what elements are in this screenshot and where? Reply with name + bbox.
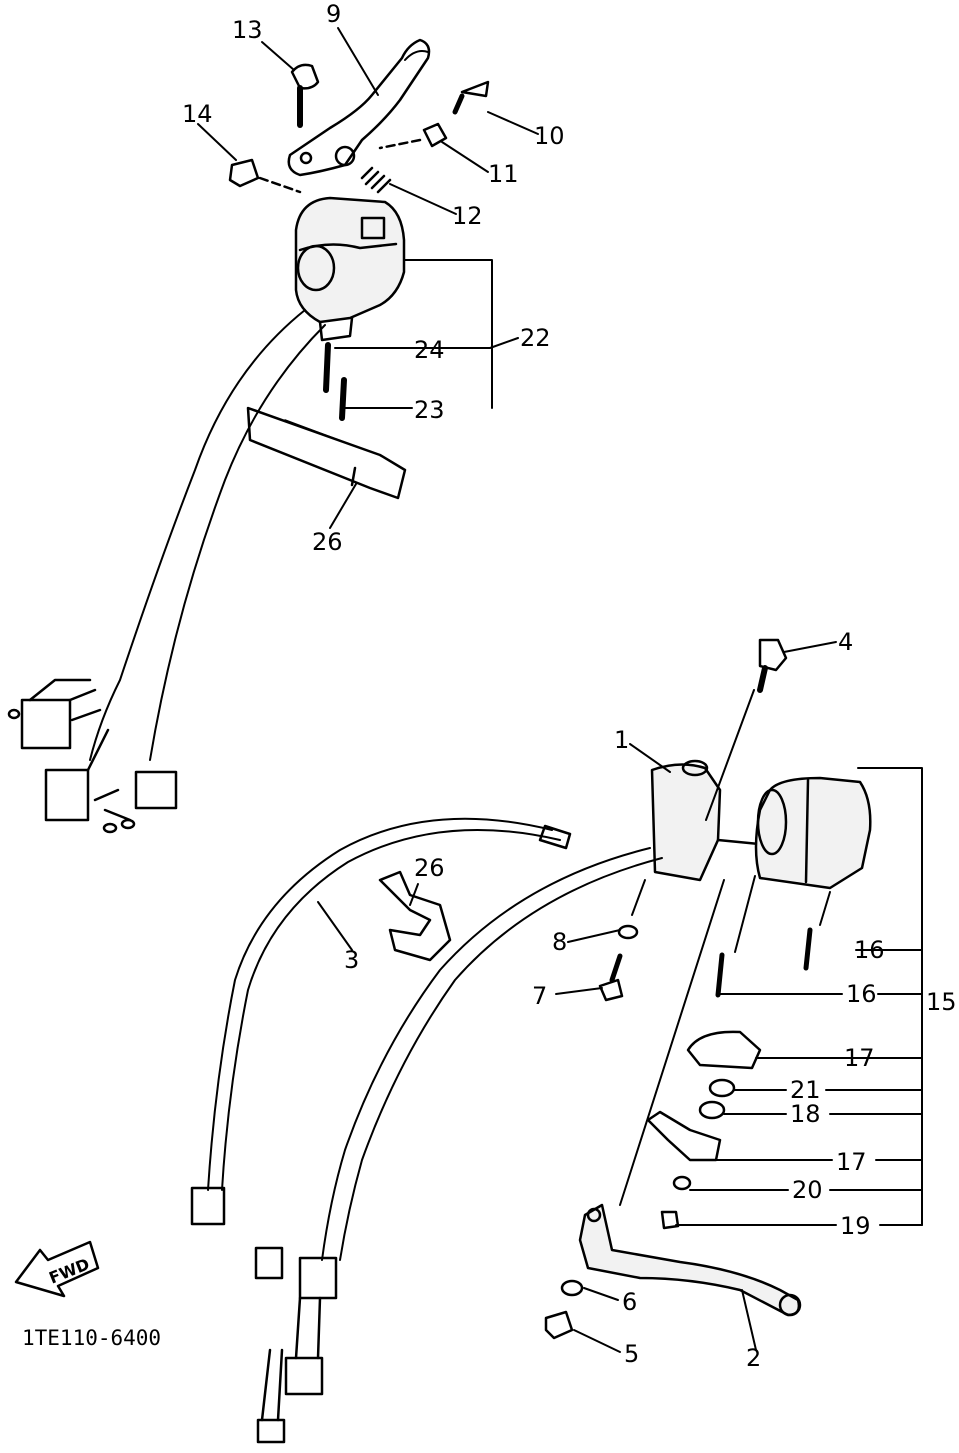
callout-1: 1 — [614, 726, 630, 754]
cable-tie-26-lower — [378, 870, 452, 962]
leader-lines — [197, 27, 923, 1353]
callout-9: 9 — [326, 0, 342, 28]
clutch-lever-upper — [287, 38, 431, 177]
callout-5: 5 — [624, 1340, 640, 1368]
lever-2 — [578, 1203, 802, 1317]
callout-3: 3 — [344, 946, 360, 974]
callout-11: 11 — [488, 160, 519, 188]
callout-23: 22 — [520, 324, 551, 352]
callout-21: 20 — [792, 1176, 823, 1204]
switch-housing-right — [754, 776, 872, 890]
callout-19: 18 — [790, 1100, 821, 1128]
callout-8: 8 — [552, 928, 568, 956]
wire-harness-right — [254, 847, 663, 1444]
screw-10 — [452, 80, 490, 115]
cable-3 — [190, 817, 572, 1226]
callout-25: 24 — [414, 336, 445, 364]
wire-harness-left — [7, 309, 326, 834]
callout-13: 13 — [232, 16, 263, 44]
drawing-code: 1TE110-6400 — [22, 1326, 162, 1350]
callout-4: 4 — [838, 628, 854, 656]
callout-17: 17 — [844, 1044, 875, 1072]
nut-14 — [228, 158, 302, 194]
callout-10: 10 — [534, 122, 565, 150]
callout-12: 12 — [452, 202, 483, 230]
small-parts-lower — [544, 924, 813, 1340]
callout-18: 17 — [836, 1148, 867, 1176]
lever-holder-1 — [650, 759, 772, 882]
switch-housing-left — [294, 196, 406, 342]
cable-tie-26-upper — [246, 406, 407, 500]
callout-26-lower: 26 — [414, 854, 445, 882]
callout-2: 2 — [746, 1344, 762, 1372]
callout-15: 15 — [926, 988, 957, 1016]
pivot-bolt-13 — [290, 63, 320, 128]
callout-7: 7 — [532, 982, 548, 1010]
callout-20: 19 — [840, 1212, 871, 1240]
callout-22: 21 — [790, 1076, 821, 1104]
callout-16-a: 16 — [854, 936, 885, 964]
callout-14: 14 — [182, 100, 213, 128]
screws-24-25 — [323, 342, 347, 421]
callout-24: 23 — [414, 396, 445, 424]
spring-12 — [360, 166, 392, 194]
callout-6: 6 — [622, 1288, 638, 1316]
nut-11 — [378, 122, 448, 150]
callout-16-b: 16 — [846, 980, 877, 1008]
callout-26-upper: 26 — [312, 528, 343, 556]
bolt-4 — [757, 638, 788, 693]
alignment-lines — [619, 689, 831, 1206]
fwd-arrow-icon: FWD — [14, 1240, 100, 1298]
